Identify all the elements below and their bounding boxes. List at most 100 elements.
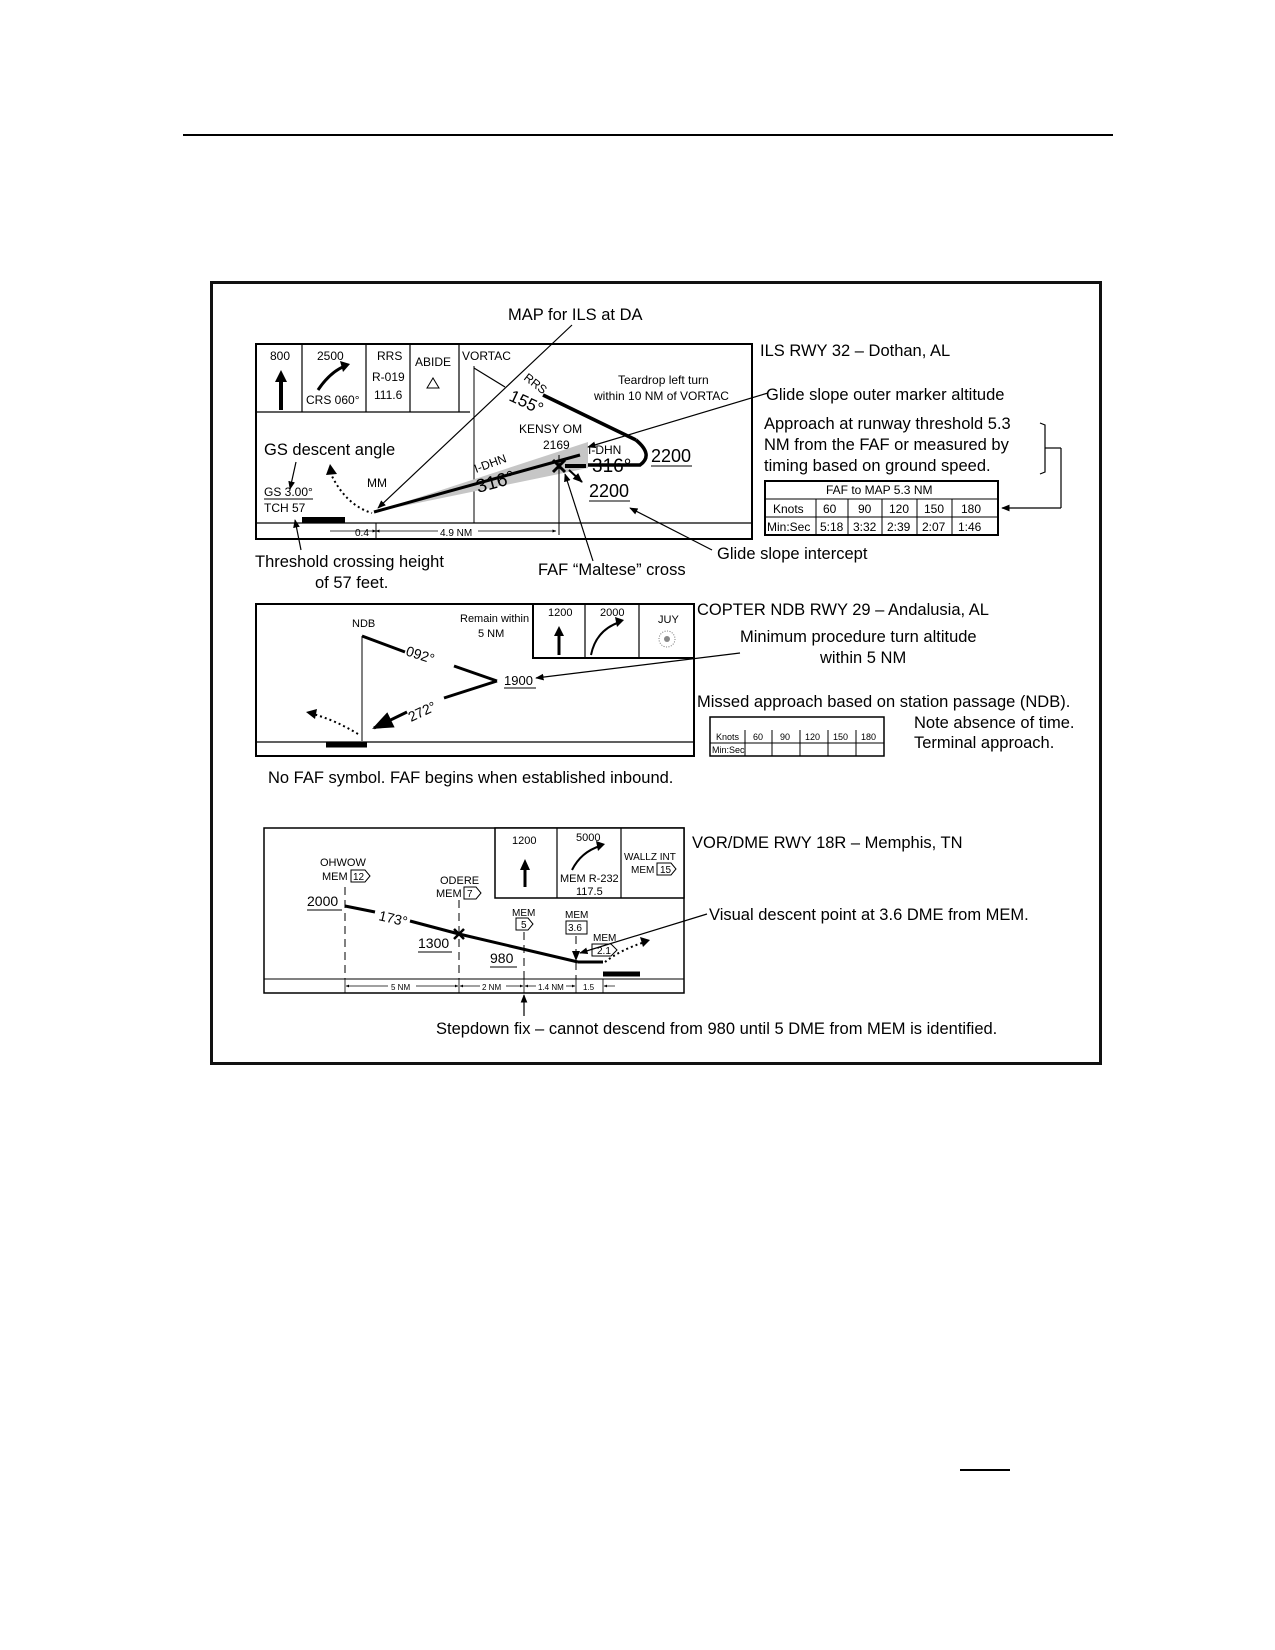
mem21: MEM: [593, 933, 616, 944]
top-rule: [183, 134, 1113, 136]
timing-cell: 150: [924, 502, 944, 516]
missed-alt: 2500: [317, 349, 344, 363]
hdr-5000: 5000: [576, 832, 600, 844]
dist-0-4: 0.4: [355, 528, 369, 539]
hdr-2000: 2000: [600, 607, 624, 619]
mem36: MEM: [565, 910, 588, 921]
missed-approach-dots: [329, 471, 373, 514]
gs-angle: GS 3.00°: [264, 485, 313, 499]
timing-cell: 90: [858, 502, 872, 516]
timing-cell: 2:39: [887, 520, 911, 534]
callout-vdp: Visual descent point at 3.6 DME from MEM…: [709, 906, 1029, 924]
copter-ndb-chart: 1200 2000 JUY NDB Remain within 5 NM 092…: [255, 603, 741, 757]
dist-2nm: 2 NM: [482, 983, 501, 992]
mem5: MEM: [512, 908, 535, 919]
turn-arrow-icon: [571, 845, 601, 871]
mem21-dme: 2.1: [597, 946, 611, 957]
mem-radial: MEM R-232: [560, 873, 619, 885]
ohwow: OHWOW: [320, 857, 366, 869]
hold-fix: ABIDE: [415, 355, 451, 369]
wallz-dme: 15: [660, 865, 672, 876]
odere-dme: 7: [467, 889, 473, 900]
hdr-1200: 1200: [512, 835, 536, 847]
odere: ODERE: [440, 875, 479, 887]
remain-line1: Remain within: [460, 613, 529, 625]
teardrop-line1: Teardrop left turn: [618, 373, 709, 387]
ohwow-dme: 12: [353, 872, 365, 883]
callout-approach-3: timing based on ground speed.: [764, 457, 991, 475]
timing-cell: 150: [833, 732, 848, 742]
ohwow-mem: MEM: [322, 871, 348, 883]
page-number-rule: [960, 1469, 1010, 1471]
glide-slope-shading: [374, 442, 588, 512]
callout-stepdown: Stepdown fix – cannot descend from 980 u…: [436, 1020, 998, 1038]
minimums-alt: 800: [270, 349, 290, 363]
callout-tch-1: Threshold crossing height: [255, 553, 444, 571]
freq-label: 111.6: [374, 388, 403, 402]
localizer-crs-b: 316°: [592, 456, 631, 477]
callout-map-ils: MAP for ILS at DA: [508, 306, 643, 324]
localizer-id-b: I-DHN: [588, 443, 621, 457]
callout-no-faf: No FAF symbol. FAF begins when establish…: [268, 769, 674, 787]
hdr-1200: 1200: [548, 607, 572, 619]
triangle-icon: [426, 377, 440, 389]
wallz-mem: MEM: [631, 865, 654, 876]
mem36-dme: 3.6: [568, 923, 582, 934]
ndb-icon: [658, 630, 676, 648]
teardrop-line2: within 10 NM of VORTAC: [593, 389, 729, 403]
ndb-label: NDB: [352, 618, 375, 630]
mm-label: MM: [367, 476, 387, 490]
timing-cell: 60: [823, 502, 837, 516]
turn-arrow-icon: [590, 621, 621, 656]
juy-label: JUY: [658, 614, 679, 626]
timing-cell: Knots: [716, 732, 740, 742]
dist-4-9: 4.9 NM: [440, 528, 472, 539]
callout-gs-intercept: Glide slope intercept: [717, 545, 868, 563]
timing-cell: 90: [780, 732, 790, 742]
course-173: 173°: [377, 907, 409, 929]
callout-faf: FAF “Maltese” cross: [538, 561, 686, 579]
remain-line2: 5 NM: [478, 628, 504, 640]
alt-1300: 1300: [418, 935, 449, 951]
callout-absence: Note absence of time.: [914, 714, 1075, 732]
callout-vor-title: VOR/DME RWY 18R – Memphis, TN: [692, 834, 963, 852]
alt-1900: 1900: [504, 673, 533, 688]
missed-approach-dots: [312, 713, 359, 735]
callout-ils-title: ILS RWY 32 – Dothan, AL: [760, 342, 951, 360]
dist-5nm: 5 NM: [391, 983, 410, 992]
course-label: CRS 060°: [306, 393, 360, 407]
timing-cell: 5:18: [820, 520, 844, 534]
timing-cell: Knots: [773, 502, 804, 516]
kensy-alt: 2169: [543, 438, 570, 452]
timing-cell: 2:07: [922, 520, 946, 534]
timing-cell: 3:32: [853, 520, 877, 534]
missed-approach-dots: [604, 941, 646, 963]
vortac-label: VORTAC: [462, 349, 511, 363]
callout-gs-angle: GS descent angle: [264, 441, 396, 459]
callout-copter-title: COPTER NDB RWY 29 – Andalusia, AL: [697, 601, 989, 619]
tch: TCH 57: [264, 501, 306, 515]
callout-terminal: Terminal approach.: [914, 734, 1055, 752]
maltese-cross-icon: [551, 458, 567, 474]
timing-cell: 180: [961, 502, 981, 516]
callout-gs-om: Glide slope outer marker altitude: [766, 386, 1005, 404]
wallz-int: WALLZ INT: [624, 852, 676, 863]
alt-980: 980: [490, 950, 514, 966]
timing-cell: 180: [861, 732, 876, 742]
timing-table-ndb: Knots 60 90 120 150 180 Min:Sec: [709, 716, 885, 757]
callout-missed: Missed approach based on station passage…: [697, 693, 1071, 711]
vor-dme-chart: 1200 5000 MEM R-232 117.5 WALLZ INT MEM …: [263, 827, 708, 1016]
navaid-label: RRS: [377, 349, 402, 363]
timing-cell: Min:Sec: [767, 520, 810, 534]
kensy-om: KENSY OM: [519, 422, 582, 436]
timing-cell: 60: [753, 732, 763, 742]
alt-2200-a: 2200: [651, 446, 691, 466]
alt-2000: 2000: [307, 893, 338, 909]
callout-approach-1: Approach at runway threshold 5.3: [764, 415, 1011, 433]
alt-2200-b: 2200: [589, 481, 629, 501]
timing-cell: Min:Sec: [712, 745, 745, 755]
callout-min-pt: Minimum procedure turn altitude: [740, 628, 977, 646]
callout-within: within 5 NM: [820, 649, 907, 667]
callout-approach-2: NM from the FAF or measured by: [764, 436, 1009, 454]
